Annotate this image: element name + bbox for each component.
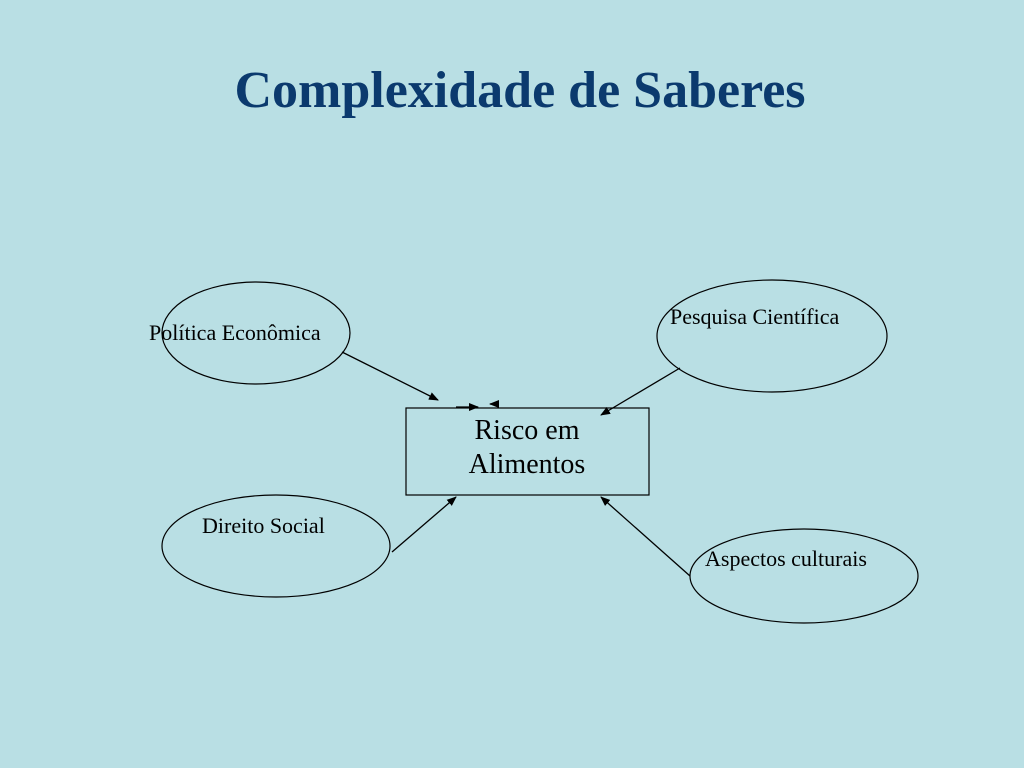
node-ellipse-aspectos [689,528,919,624]
arrow-direito-to-center [391,496,457,553]
center-label-line2: Alimentos [468,448,586,480]
arrow-politica-to-center [341,351,439,401]
arrow-pesquisa-to-center [600,367,681,416]
node-label-politica: Política Econômica [149,320,321,345]
center-box [405,407,650,496]
arrow-aspectos-to-center [600,496,691,577]
center-label: Risco em Alimentos [406,414,648,481]
node-label-aspectos: Aspectos culturais [705,546,867,571]
node-label-pesquisa: Pesquisa Científica [670,304,840,329]
node-ellipse-politica [161,281,351,385]
center-label-line1: Risco em [474,415,580,446]
node-label-direito: Direito Social [202,513,325,538]
node-ellipse-direito [161,494,391,598]
slide-title: Complexidade de Saberes [234,62,806,119]
node-ellipse-pesquisa [656,279,888,393]
